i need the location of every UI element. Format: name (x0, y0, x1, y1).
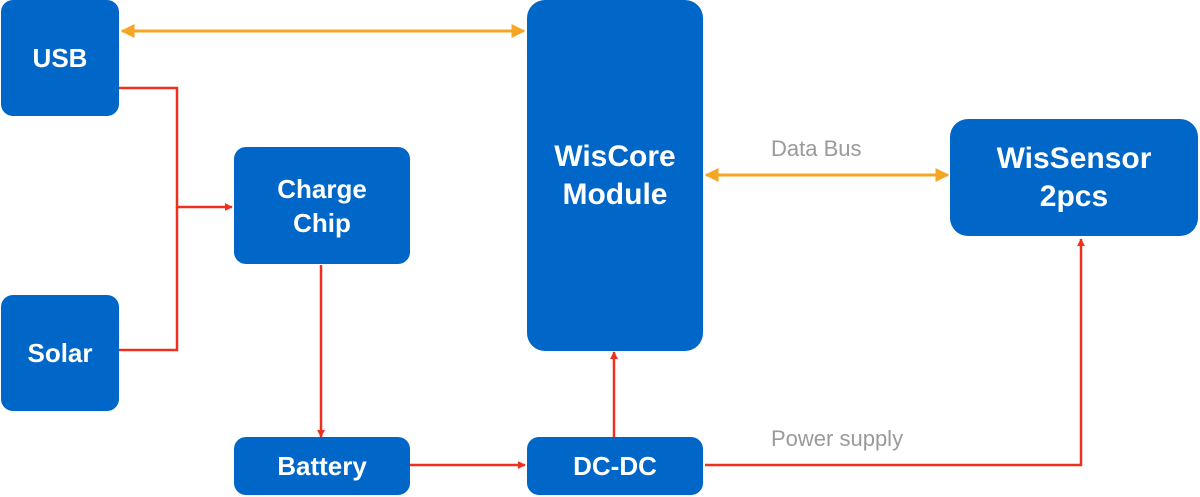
battery-label: Battery (277, 451, 367, 481)
dcdc-block: DC-DC (527, 437, 703, 495)
wiscore-module-label: WisCore Module (554, 139, 676, 211)
usb-label: USB (32, 43, 88, 73)
solar-block: Solar (1, 295, 119, 411)
usb-to-charge-line (119, 86, 233, 211)
battery-block: Battery (234, 437, 410, 495)
solar-to-charge-line (119, 207, 179, 352)
usb-block: USB (1, 0, 119, 116)
solar-label: Solar (27, 338, 93, 368)
wissensor-block: WisSensor 2pcs (950, 119, 1198, 236)
wissensor-label: WisSensor 2pcs (996, 141, 1152, 213)
data-bus-label: Data Bus (771, 136, 862, 161)
power-supply-label: Power supply (771, 426, 904, 451)
power-supply-line (705, 238, 1085, 467)
dcdc-label: DC-DC (573, 451, 657, 481)
charge-chip-label: Charge Chip (277, 173, 367, 238)
wiscore-module-block: WisCore Module (527, 0, 703, 351)
charge-chip-block: Charge Chip (234, 147, 410, 264)
